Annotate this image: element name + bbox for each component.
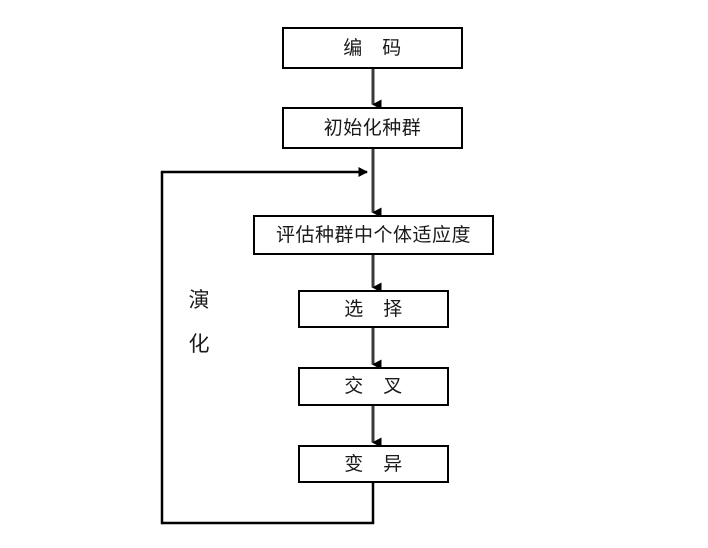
node-mutation[interactable]: 变 异 [298, 445, 449, 483]
node-selection-label: 选 择 [344, 297, 403, 320]
node-mutation-label: 变 异 [344, 452, 403, 475]
node-crossover-label: 交 叉 [344, 375, 403, 397]
node-crossover[interactable]: 交 叉 [298, 367, 449, 406]
node-evaluate-fitness-label: 评估种群中个体适应度 [275, 223, 471, 246]
node-encode-label: 编 码 [343, 36, 402, 59]
loop-label-evolution: 演 化 [188, 288, 210, 356]
node-initialize-population-label: 初始化种群 [323, 116, 422, 139]
node-selection[interactable]: 选 择 [298, 290, 449, 328]
node-evaluate-fitness[interactable]: 评估种群中个体适应度 [253, 215, 494, 255]
node-initialize-population[interactable]: 初始化种群 [282, 107, 463, 149]
node-encode[interactable]: 编 码 [282, 27, 463, 69]
